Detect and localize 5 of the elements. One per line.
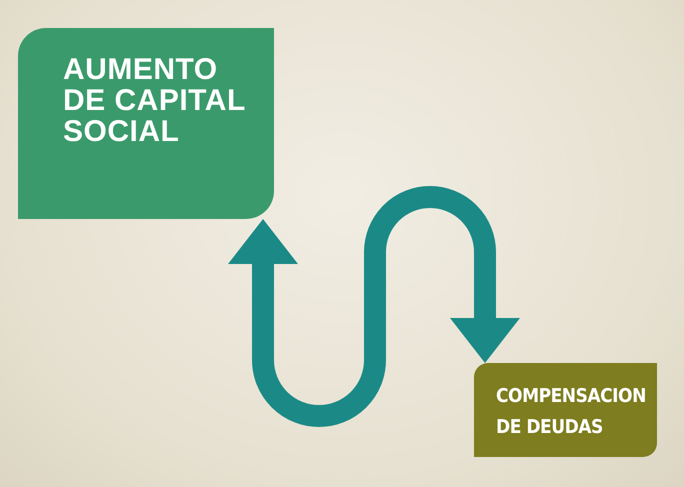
s-curve-arrow bbox=[228, 186, 520, 427]
text-box bbox=[18, 28, 274, 219]
box-label: COMPENSACION DE DEUDAS bbox=[496, 384, 646, 440]
text-box bbox=[474, 363, 657, 457]
box-label: AUMENTO DE CAPITAL SOCIAL bbox=[63, 54, 246, 147]
